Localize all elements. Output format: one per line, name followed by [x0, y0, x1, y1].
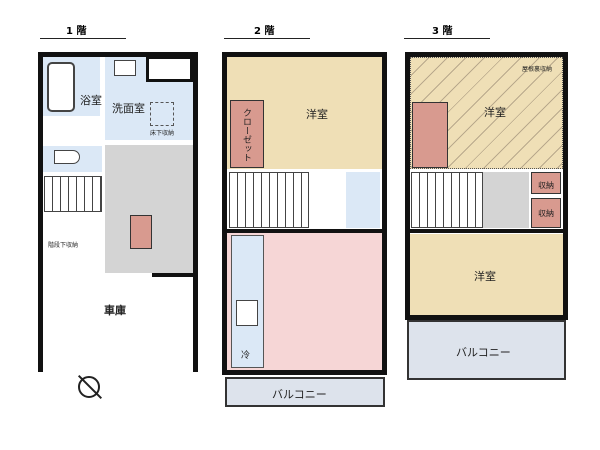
- underfloor-label: 床下収納: [150, 130, 175, 137]
- bath-label: 浴室: [80, 94, 102, 107]
- stove-icon: [236, 300, 258, 326]
- hall: [483, 172, 529, 228]
- western-label: 洋室: [306, 108, 328, 121]
- closet: [412, 102, 448, 168]
- sink-icon: [114, 60, 136, 76]
- storage-closet: [130, 215, 152, 249]
- divider: [40, 38, 126, 39]
- storage-box: [146, 56, 193, 82]
- western-upper-label: 洋室: [484, 106, 506, 119]
- bathtub-icon: [47, 62, 75, 112]
- wall: [222, 229, 387, 233]
- under-stairs-label: 階段下収納: [48, 242, 79, 249]
- wall: [38, 215, 43, 372]
- wall: [405, 229, 568, 233]
- north-arrow-icon: [77, 374, 103, 400]
- balcony-2f-label: バルコニー: [272, 388, 327, 401]
- balcony-3f-label: バルコニー: [456, 346, 511, 359]
- balcony-3f: [407, 320, 566, 380]
- wall: [193, 215, 198, 372]
- balcony-2f: [225, 377, 385, 407]
- room-western-lower: [410, 234, 563, 316]
- floor-1-outer-wall: [38, 52, 198, 217]
- stairs: [229, 172, 309, 228]
- floor-3-outer-wall: [405, 52, 568, 320]
- divider: [404, 38, 490, 39]
- divider: [224, 38, 310, 39]
- storage-1-label: 収納: [538, 181, 554, 190]
- storage-2-label: 収納: [538, 209, 554, 218]
- storage-2: [531, 198, 561, 228]
- fridge-label: 冷: [241, 351, 251, 361]
- floor-2-outer-wall: [222, 52, 387, 375]
- wall: [152, 273, 194, 277]
- western-lower-label: 洋室: [474, 270, 496, 283]
- stairs: [44, 176, 102, 212]
- washroom-label: 洗面室: [112, 102, 145, 115]
- attic-label: 屋根裏収納: [522, 66, 553, 73]
- toilet-icon: [54, 150, 80, 164]
- closet-label: クローゼット: [241, 108, 251, 162]
- garage-label: 車庫: [104, 304, 126, 317]
- underfloor-hatch: [150, 102, 174, 126]
- room-toilet: [346, 172, 380, 228]
- closet: [230, 100, 264, 168]
- stairs: [411, 172, 483, 228]
- storage-1: [531, 172, 561, 194]
- floor-1-title: 1 階: [66, 26, 87, 37]
- floor-2-title: 2 階: [254, 26, 275, 37]
- floor-3-title: 3 階: [432, 26, 453, 37]
- hall: [105, 145, 193, 273]
